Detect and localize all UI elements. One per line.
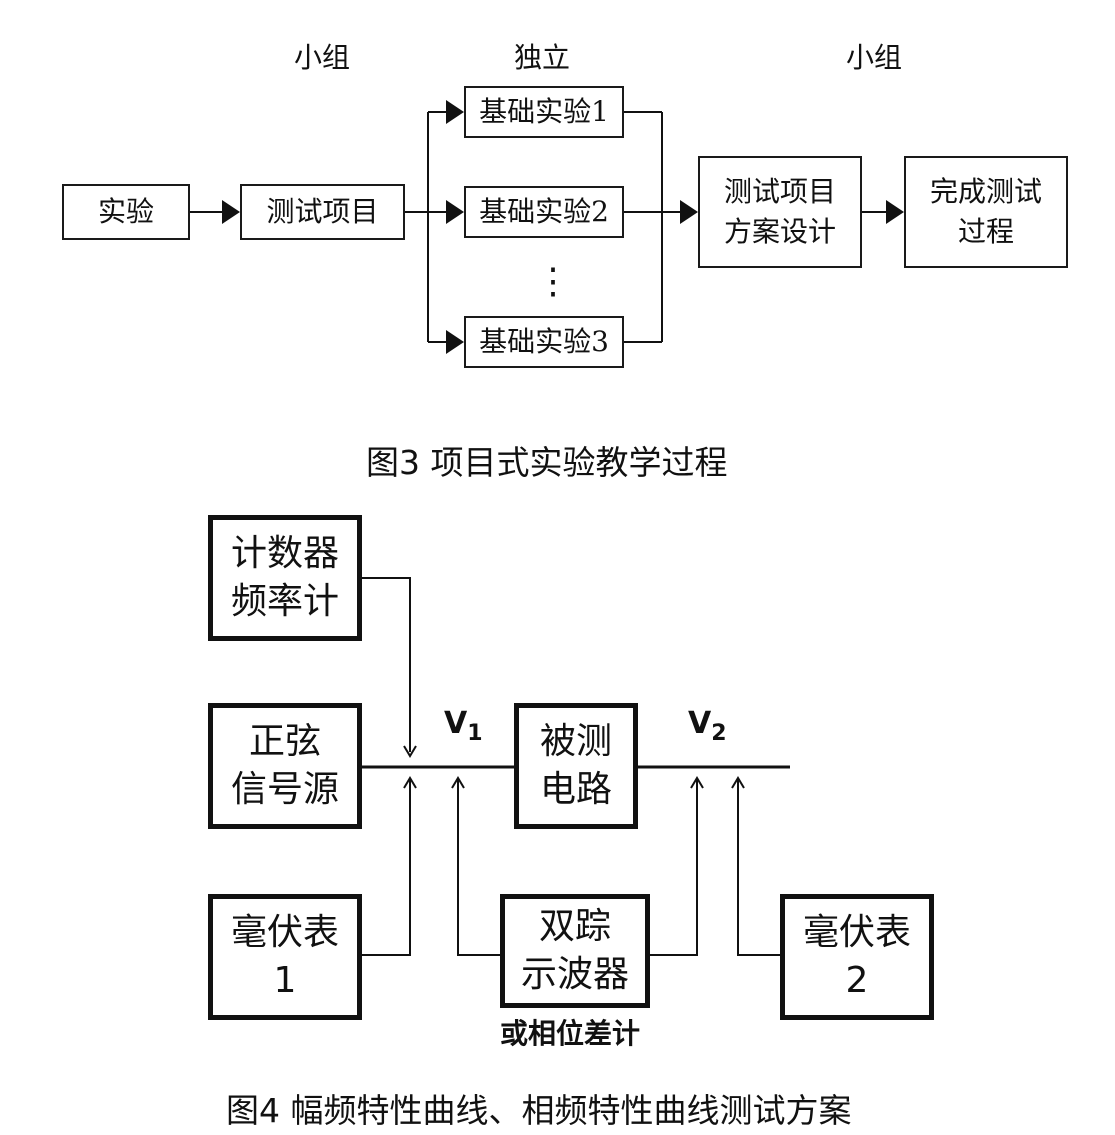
- node-text-line: 过程: [957, 215, 1014, 248]
- node-text-line: 信号源: [230, 769, 339, 810]
- figure3-connectors: [190, 111, 886, 343]
- node-text-line: 正弦: [248, 721, 321, 762]
- stage-label-group: 小组: [294, 41, 351, 74]
- node-text-line: 被测: [539, 721, 612, 762]
- arrowhead: [680, 200, 698, 224]
- node-text-line: 示波器: [520, 954, 629, 995]
- arrowhead: [886, 200, 904, 224]
- label-v2: V2: [688, 706, 727, 746]
- stage-label-independent: 独立: [514, 41, 571, 74]
- node-counter-frequency-meter: 计数器 频率计: [208, 515, 362, 641]
- tap-arrow-up: [690, 776, 704, 789]
- node-complete-test: 完成测试 过程: [904, 156, 1068, 268]
- label-v1-sub: 1: [467, 721, 483, 746]
- node-text-line: 计数器: [230, 533, 339, 574]
- ellipsis: ⋮: [535, 261, 571, 302]
- node-text-line: 电路: [539, 769, 612, 810]
- note-phase-meter: 或相位差计: [500, 1017, 641, 1050]
- figure3-arrowheads: [222, 100, 904, 354]
- node-text: 测试项目: [266, 195, 379, 228]
- node-text: 实验: [97, 195, 154, 228]
- node-text-line: 完成测试: [929, 175, 1042, 208]
- label-v1: V1: [444, 706, 483, 746]
- tap-arrow-up: [403, 776, 417, 789]
- node-text-line: 毫伏表: [802, 912, 911, 953]
- stage-label-group: 小组: [846, 41, 903, 74]
- node-text-line: 方案设计: [723, 215, 836, 248]
- node-millivoltmeter-2: 毫伏表 2: [780, 894, 934, 1020]
- label-v1-letter: V: [444, 706, 468, 741]
- node-text-line: 毫伏表: [230, 912, 339, 953]
- label-v2-letter: V: [688, 706, 712, 741]
- figure3-caption: 图3 项目式实验教学过程: [366, 443, 728, 482]
- arrowhead: [222, 200, 240, 224]
- figure4-caption: 图4 幅频特性曲线、相频特性曲线测试方案: [226, 1091, 852, 1130]
- node-basic-experiment-1: 基础实验1: [464, 86, 624, 138]
- tap-arrow-down: [403, 745, 417, 758]
- tap-arrow-up: [731, 776, 745, 789]
- node-text: 基础实验1: [479, 95, 609, 128]
- node-millivoltmeter-1: 毫伏表 1: [208, 894, 362, 1020]
- figure4-tap-arrows: [403, 745, 745, 789]
- label-v2-sub: 2: [711, 721, 727, 746]
- arrowhead: [446, 100, 464, 124]
- arrowhead: [446, 330, 464, 354]
- node-text-line: 频率计: [230, 581, 339, 622]
- node-test-project: 测试项目: [240, 184, 405, 240]
- node-text: 基础实验2: [479, 195, 609, 228]
- node-sine-signal-source: 正弦 信号源: [208, 703, 362, 829]
- node-text: 基础实验3: [479, 325, 609, 358]
- node-text-line: 2: [845, 960, 869, 1001]
- node-plan-design: 测试项目 方案设计: [698, 156, 862, 268]
- arrowhead: [446, 200, 464, 224]
- wire-scope-v2: [650, 780, 698, 956]
- node-experiment: 实验: [62, 184, 190, 240]
- node-text-line: 双踪: [538, 906, 611, 947]
- wire-millivoltmeter1: [362, 780, 411, 956]
- node-basic-experiment-2: 基础实验2: [464, 186, 624, 238]
- tap-arrow-up: [451, 776, 465, 789]
- node-basic-experiment-3: 基础实验3: [464, 316, 624, 368]
- node-dual-trace-oscilloscope: 双踪 示波器: [500, 894, 650, 1008]
- node-text-line: 测试项目: [723, 175, 836, 208]
- wire-scope-v1: [457, 780, 500, 956]
- wire-millivoltmeter2: [737, 780, 780, 956]
- node-text-line: 1: [273, 960, 297, 1001]
- wire-counter: [362, 577, 411, 752]
- node-circuit-under-test: 被测 电路: [514, 703, 638, 829]
